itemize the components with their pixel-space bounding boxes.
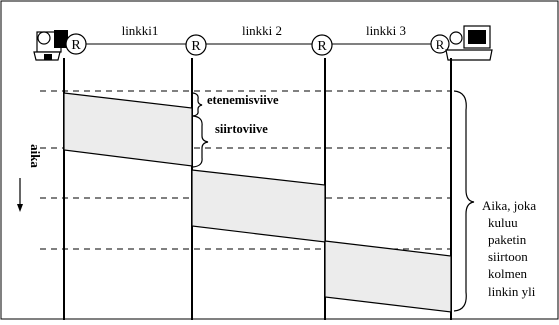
link-label-1: linkki1 (122, 23, 159, 38)
total-time-line-4: siirtoon (488, 249, 528, 264)
total-time-line-1: Aika, joka (482, 198, 536, 213)
router-left-label: R (71, 38, 81, 53)
time-axis-arrow-icon (17, 204, 23, 212)
link-label-3: linkki 3 (366, 23, 406, 38)
total-time-line-3: paketin (488, 232, 527, 247)
transmission-brace (192, 115, 209, 168)
packet-link-3 (324, 240, 452, 313)
left-computer-user-icon (33, 30, 68, 61)
packet-link-2 (191, 169, 326, 243)
router-right-label: R (436, 37, 445, 52)
total-time-line-6: linkin yli (488, 284, 536, 299)
router-2-label: R (191, 39, 201, 54)
router-3: R (311, 34, 333, 56)
time-axis-label: aika (28, 144, 43, 168)
propagation-delay-label: etenemisviive (207, 93, 279, 107)
right-computer-user-icon (445, 25, 493, 61)
packet-link-1 (63, 92, 193, 167)
router-2: R (185, 34, 207, 56)
transmission-delay-label: siirtoviive (215, 122, 268, 136)
router-3-label: R (317, 39, 327, 54)
link-label-2: linkki 2 (242, 23, 282, 38)
propagation-brace (192, 92, 203, 117)
router-left: R (65, 33, 87, 55)
router-right: R (430, 34, 450, 54)
total-time-line-5: kolmen (488, 266, 527, 281)
total-time-brace (453, 90, 475, 312)
total-time-line-2: kuluu (488, 215, 518, 230)
